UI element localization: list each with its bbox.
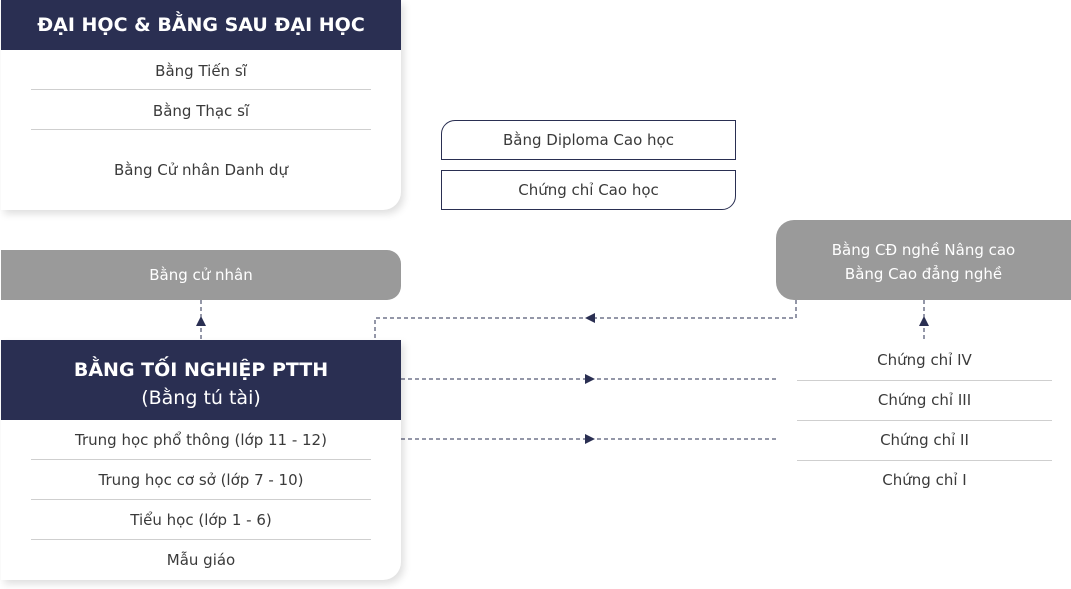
highschool-divider-1 (31, 459, 371, 460)
higher-ed-item-honours: Bằng Cử nhân Danh dự (113, 161, 289, 179)
arrow-left-vocational (585, 313, 595, 323)
highschool-item-primary: Tiểu học (lớp 1 - 6) (130, 511, 272, 529)
certificate-iii: Chứng chỉ III (877, 391, 972, 409)
highschool-title-line1: BẰNG TỐI NGHIỆP PTTH (73, 359, 329, 381)
highschool-item-upper-secondary: Trung học phổ thông (lớp 11 - 12) (75, 431, 327, 449)
highschool-divider-3 (31, 539, 371, 540)
connector-vocational-to-bachelor (374, 300, 797, 340)
arrow-up-bachelor (196, 316, 206, 326)
certificate-ii: Chứng chỉ II (880, 431, 969, 449)
certificate-i: Chứng chỉ I (882, 471, 967, 489)
certificate-divider-3 (797, 460, 1052, 461)
arrow-right-cert2 (585, 434, 595, 444)
postgrad-diploma-box: Bằng Diploma Cao học (441, 120, 736, 160)
highschool-title: BẰNG TỐI NGHIỆP PTTH (Bằng tú tài) (1, 340, 401, 420)
certificate-divider-2 (797, 420, 1052, 421)
highschool-card: BẰNG TỐI NGHIỆP PTTH (Bằng tú tài) Trung… (1, 340, 401, 580)
vocational-advanced-line2: Bằng Cao đẳng nghề (844, 265, 1003, 283)
highschool-item-kindergarten: Mẫu giáo (166, 551, 236, 569)
bachelor-box: Bằng cử nhân (1, 250, 401, 300)
postgrad-certificate-box: Chứng chỉ Cao học (441, 170, 736, 210)
vocational-advanced-line1: Bằng CĐ nghề Nâng cao (831, 241, 1016, 259)
certificate-divider-1 (797, 380, 1052, 381)
higher-ed-divider-2 (31, 129, 371, 130)
arrow-right-cert4 (585, 374, 595, 384)
highschool-title-line2: (Bằng tú tài) (141, 387, 261, 409)
higher-ed-title: ĐẠI HỌC & BẰNG SAU ĐẠI HỌC (1, 0, 401, 50)
higher-ed-card: ĐẠI HỌC & BẰNG SAU ĐẠI HỌC Bằng Tiến sĩ … (1, 0, 401, 210)
certificate-iv: Chứng chỉ IV (877, 351, 972, 369)
bachelor-label: Bằng cử nhân (149, 266, 253, 284)
vocational-advanced-box: Bằng CĐ nghề Nâng cao Bằng Cao đẳng nghề (776, 220, 1071, 300)
higher-ed-item-doctorate: Bằng Tiến sĩ (155, 62, 247, 80)
highschool-divider-2 (31, 499, 371, 500)
highschool-item-lower-secondary: Trung học cơ sở (lớp 7 - 10) (98, 471, 304, 489)
arrow-up-vocational (919, 316, 929, 326)
higher-ed-divider-1 (31, 89, 371, 90)
higher-ed-item-master: Bằng Thạc sĩ (152, 102, 250, 120)
